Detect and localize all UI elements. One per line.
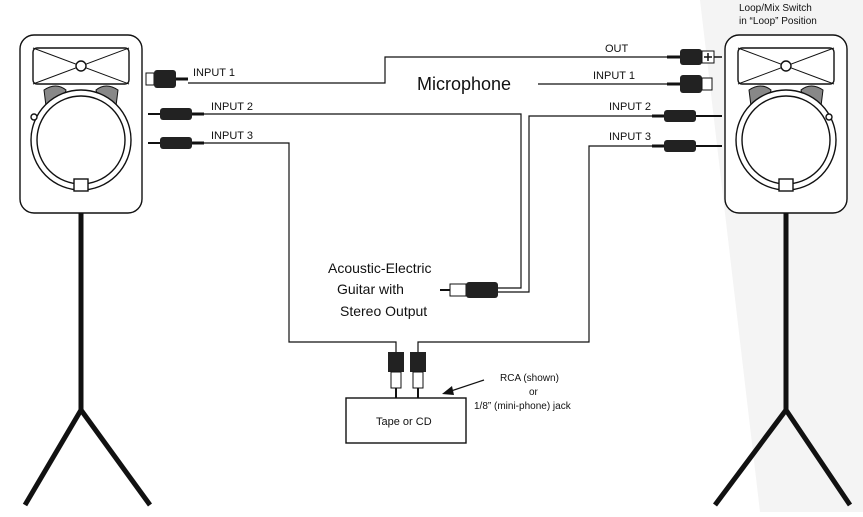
right-xlr-plug-input1 <box>667 75 713 93</box>
tape-cd-label: Tape or CD <box>376 416 432 428</box>
wire-right-input2-to-guitar <box>498 115 652 293</box>
left-jack-plug-input3 <box>148 137 204 149</box>
switch-note-line2: in “Loop” Position <box>739 16 817 27</box>
right-xlr-plug-out <box>667 49 722 65</box>
connector-arrow <box>442 379 485 395</box>
rca-plug-left <box>388 352 404 398</box>
left-input2-label: INPUT 2 <box>211 101 253 113</box>
right-input1-label: INPUT 1 <box>593 70 635 82</box>
left-horn-center <box>75 60 87 72</box>
right-horn-center <box>780 60 792 72</box>
left-woofer-inner <box>36 95 126 185</box>
connector-note-line3: 1/8” (mini-phone) jack <box>474 401 572 412</box>
left-input1-label: INPUT 1 <box>193 67 235 79</box>
right-speaker <box>724 34 848 214</box>
guitar-jack-plug <box>440 282 498 298</box>
left-stand <box>22 213 153 507</box>
wire-left-input3-to-source <box>204 142 397 352</box>
rca-plug-right <box>410 352 426 398</box>
switch-note-line1: Loop/Mix Switch <box>739 3 812 14</box>
connector-note-line2: or <box>529 387 539 398</box>
left-logo-badge <box>73 178 89 192</box>
guitar-label-line3: Stereo Output <box>340 303 427 319</box>
right-input3-label: INPUT 3 <box>609 131 651 143</box>
tape-cd-source-box <box>345 397 467 444</box>
wire-left-input1-to-right-out <box>188 56 667 84</box>
connector-note-line1: RCA (shown) <box>500 373 559 384</box>
right-woofer-inner <box>741 95 831 185</box>
left-xlr-plug-input1 <box>145 70 188 88</box>
right-jack-plug-input2 <box>652 110 722 122</box>
right-led <box>825 113 833 121</box>
right-logo-badge <box>778 178 794 192</box>
microphone-label: Microphone <box>417 74 511 94</box>
right-stand <box>712 213 853 507</box>
guitar-label-line1: Acoustic-Electric <box>328 260 431 276</box>
guitar-label-line2: Guitar with <box>337 281 404 297</box>
right-jack-plug-input3 <box>652 140 722 152</box>
wire-left-input2-to-guitar <box>204 113 522 289</box>
wire-right-input3-to-source <box>417 145 652 352</box>
left-input3-label: INPUT 3 <box>211 130 253 142</box>
left-speaker <box>19 34 143 214</box>
left-jack-plug-input2 <box>148 108 204 120</box>
left-led <box>30 113 38 121</box>
right-out-label: OUT <box>605 43 629 55</box>
right-input2-label: INPUT 2 <box>609 101 651 113</box>
